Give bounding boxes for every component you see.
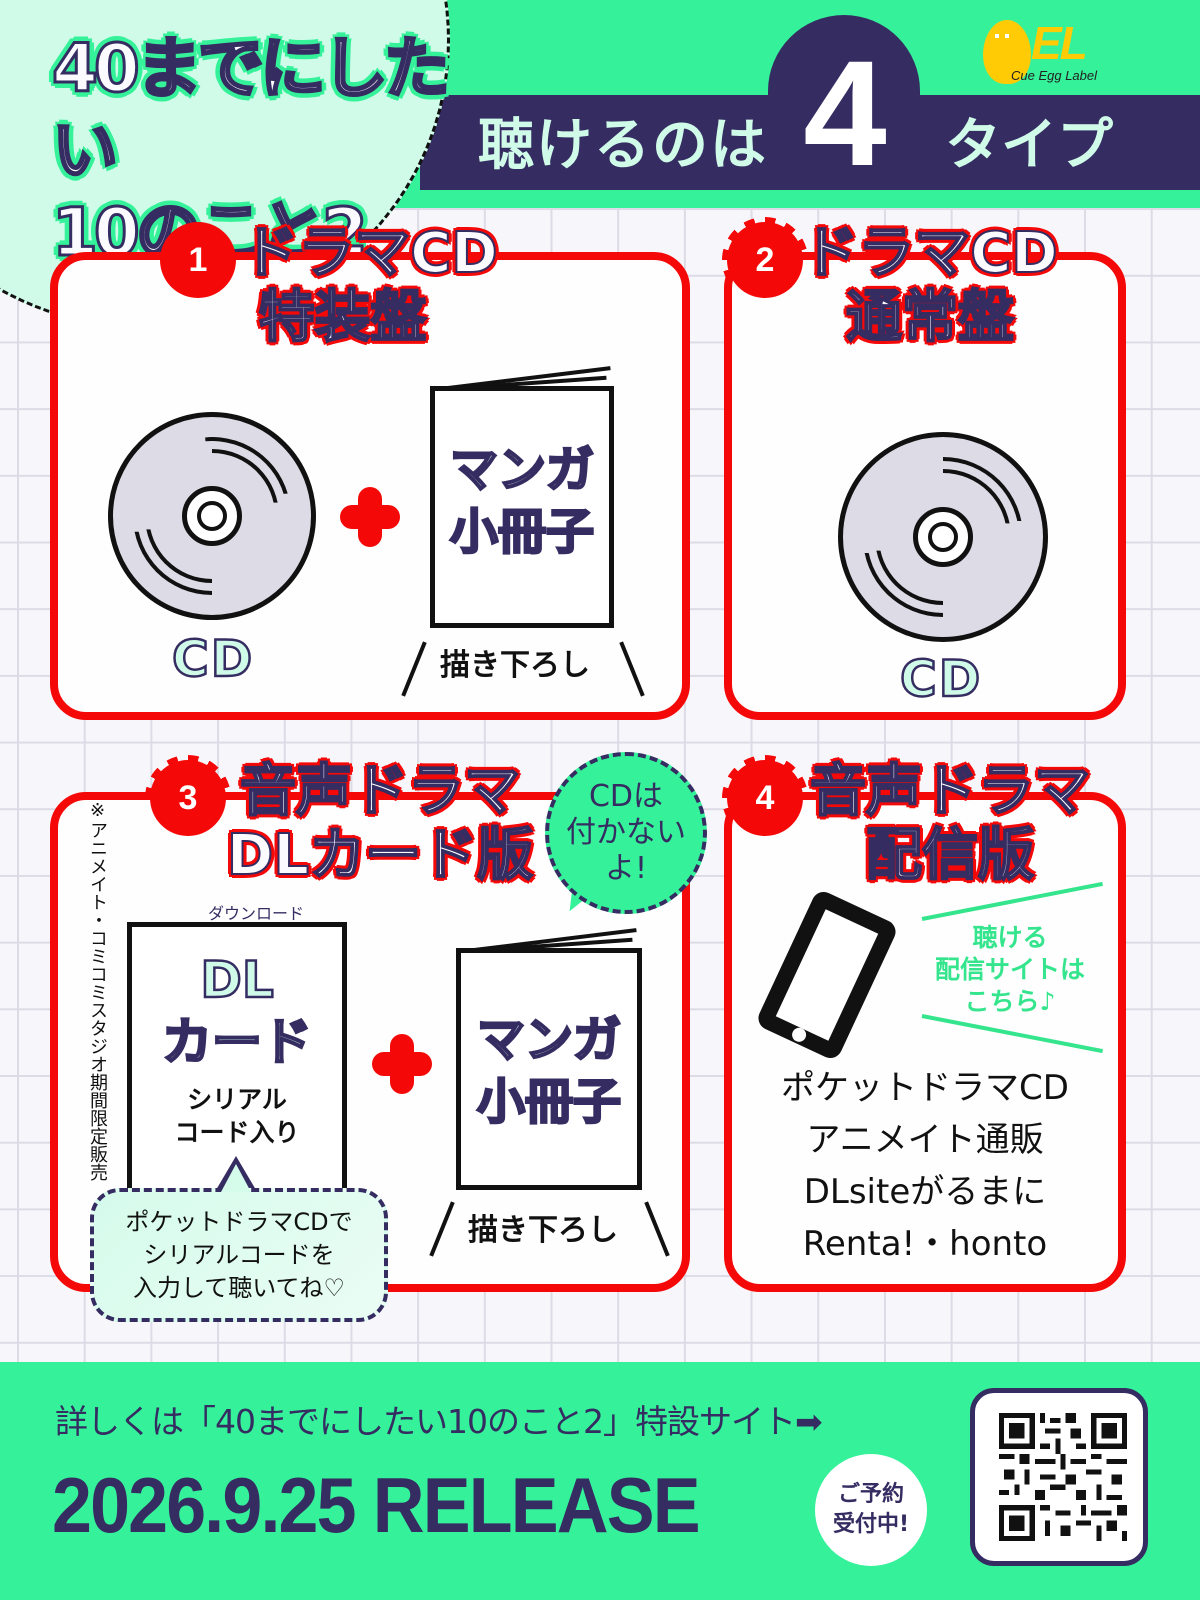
card-2-title-line-2: 通常盤 (845, 285, 1015, 351)
cd-label: CD (899, 649, 983, 710)
cd-hole-icon (928, 522, 958, 552)
qr-code-frame[interactable] (970, 1388, 1148, 1566)
limited-sale-note: ※アニメイト・コミコミスタジオ期間限定販売 (87, 800, 108, 1181)
manga-booklet-icon: マンガ 小冊子 (430, 386, 614, 628)
type-label: タイプ (945, 113, 1113, 178)
dl-card-small-line-1: シリアル (187, 1085, 287, 1114)
bubble-line-2: 付かない (566, 815, 686, 850)
manga-booklet-icon: マンガ 小冊子 (456, 948, 642, 1190)
note-line-1: 聴ける (972, 923, 1048, 952)
card-4-title-line-1: 音声ドラマ (809, 759, 1091, 825)
card-drama-cd-regular (724, 252, 1126, 720)
bubble-line-3: よ! (604, 851, 648, 886)
booklet-text: マンガ 小冊子 (435, 439, 609, 563)
bubble-line-1: CDは (588, 779, 664, 814)
site-item[interactable]: アニメイト通販 (806, 1120, 1044, 1160)
booklet-text-line-1: マンガ (476, 1011, 623, 1070)
booklet-text: マンガ 小冊子 (461, 1009, 637, 1133)
special-site-link[interactable]: 詳しくは「40までにしたい10のこと2」特設サイト➡ (55, 1402, 823, 1441)
title-line-1: 40までにしたい (51, 29, 452, 191)
plus-icon (340, 487, 400, 547)
dl-card-small-text: シリアル コード入り (132, 1083, 342, 1149)
card-3-title-line-1: 音声ドラマ (239, 759, 521, 825)
number-badge-4: 4 (722, 755, 808, 841)
qr-code-icon[interactable] (999, 1413, 1127, 1541)
booklet-text-line-1: マンガ (449, 441, 596, 500)
streaming-site-list: ポケットドラマCD アニメイト通販 DLsiteがるまに Renta!・hont… (740, 1062, 1110, 1270)
site-item[interactable]: DLsiteがるまに (803, 1172, 1047, 1212)
listen-label: 聴けるのは (478, 113, 768, 178)
number-badge-2: 2 (722, 217, 808, 303)
preorder-line-2: 受付中! (832, 1512, 910, 1537)
hint-line-3: 入力して聴いてね♡ (132, 1273, 346, 1302)
hint-line-2: シリアルコードを (143, 1240, 335, 1269)
card-4-title: 音声ドラマ 配信版 (800, 759, 1100, 889)
site-item[interactable]: Renta!・honto (802, 1224, 1048, 1264)
cd-label: CD (171, 629, 255, 690)
type-count: 4 (803, 29, 887, 197)
card-3-title: 音声ドラマ DLカード版 (225, 759, 535, 889)
dl-card-big-text: DL カード (132, 949, 342, 1073)
note-line-2: 配信サイトは (934, 955, 1085, 984)
dl-card-big-line-1: DL (199, 950, 275, 1011)
card-4-title-line-2: 配信版 (865, 823, 1035, 889)
card-1-title-line-1: ドラマCD (241, 221, 499, 287)
card-1-title-line-2: 特装盤 (258, 285, 428, 351)
no-cd-bubble: CDは 付かない よ! (545, 752, 707, 914)
egg-icon (983, 20, 1031, 84)
hint-tail-inner (221, 1164, 251, 1192)
serial-code-hint: ポケットドラマCDで シリアルコードを 入力して聴いてね♡ (90, 1188, 388, 1322)
booklet-text-line-2: 小冊子 (449, 503, 596, 562)
egg-eye-icon (1005, 34, 1009, 38)
card-2-title: ドラマCD 通常盤 (800, 221, 1060, 351)
card-1-title: ドラマCD 特装盤 (230, 221, 510, 351)
cd-disc-icon (838, 432, 1048, 642)
logo-letters: EL (1031, 17, 1088, 69)
dl-card-icon: DL カード シリアル コード入り (127, 922, 347, 1194)
hint-line-1: ポケットドラマCDで (125, 1207, 353, 1236)
streaming-sites-note: 聴ける 配信サイトは こちら♪ (920, 922, 1100, 1018)
booklet-caption: 描き下ろし (468, 1213, 618, 1248)
note-line-3: こちら♪ (964, 987, 1056, 1016)
booklet-text-line-2: 小冊子 (476, 1073, 623, 1132)
dl-card-big-line-2: カード (161, 1012, 314, 1073)
preorder-line-1: ご予約 (837, 1482, 904, 1507)
preorder-badge: ご予約 受付中! (815, 1454, 927, 1566)
download-ruby: ダウンロード (208, 904, 305, 923)
site-item[interactable]: ポケットドラマCD (781, 1068, 1069, 1108)
card-3-title-line-2: DLカード版 (226, 823, 534, 889)
egg-eye-icon (995, 34, 999, 38)
number-badge-3: 3 (145, 755, 231, 841)
cue-egg-label-logo[interactable]: EL Cue Egg Label (983, 17, 1123, 90)
dl-card-small-line-2: コード入り (174, 1118, 300, 1147)
plus-icon (372, 1034, 432, 1094)
cd-disc-icon (108, 412, 316, 620)
phone-home-button-icon (789, 1025, 809, 1045)
cd-hole-icon (197, 501, 227, 531)
header-dome (768, 15, 920, 190)
logo-subtitle: Cue Egg Label (1011, 68, 1098, 83)
card-2-title-line-1: ドラマCD (801, 221, 1059, 287)
release-date: 2026.9.25 RELEASE (52, 1461, 701, 1549)
booklet-caption: 描き下ろし (440, 648, 590, 683)
